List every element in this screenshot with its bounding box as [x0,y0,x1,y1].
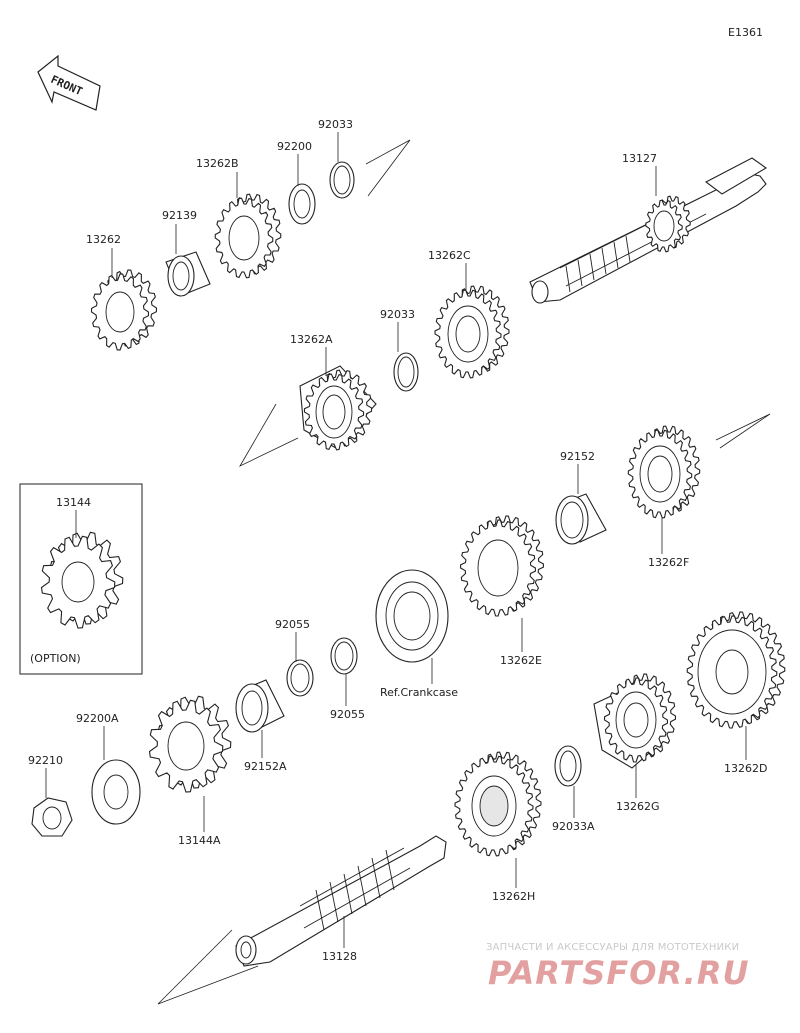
gear-13262H [454,751,542,857]
gear-teeth [434,289,502,379]
watermark-logo: PARTSFOR.RU [488,954,749,992]
bearing-92139 [165,251,211,297]
label-13262D: 13262D [724,762,767,775]
shaft-13127 [529,157,768,304]
gear-13262G [593,673,677,769]
gear-teeth [627,429,693,519]
label-13127: 13127 [622,152,657,165]
shaft-13128 [235,835,447,967]
gear-teeth [645,199,683,253]
option-label: (OPTION) [30,652,81,665]
gear-teeth [303,373,365,451]
oring-92055-b [330,637,358,675]
label-13262C: 13262C [428,249,471,262]
label-92200A: 92200A [76,712,119,725]
label-92033-top: 92033 [318,118,353,131]
circlip-92033A [554,745,582,787]
gear-teeth [214,197,274,279]
ref-crankcase: Ref.Crankcase [380,686,458,699]
gear-13262C [434,285,510,379]
gear-13262E [460,515,544,617]
gear-13262D [686,611,786,729]
label-13144A: 13144A [178,834,221,847]
gear-teeth [603,677,669,763]
gear-teeth [148,699,224,793]
bearing-crankcase [375,569,449,663]
circlip-92033-top [329,161,355,199]
diagram-code: E1361 [728,26,763,39]
label-13128: 13128 [322,950,357,963]
label-92210: 92210 [28,754,63,767]
collar-92152A [235,679,285,733]
label-13262E: 13262E [500,654,542,667]
label-92055-b: 92055 [330,708,365,721]
label-92152: 92152 [560,450,595,463]
label-13262H: 13262H [492,890,535,903]
gear-teeth [460,519,536,617]
oring-92055-a [286,659,314,697]
label-92200: 92200 [277,140,312,153]
gear-13262A [299,365,377,451]
label-13262G: 13262G [616,800,660,813]
option-box [19,483,143,675]
washer-92200A [91,759,141,825]
collar-92152 [555,493,607,545]
label-92033A: 92033A [552,820,595,833]
label-92033-mid: 92033 [380,308,415,321]
label-13262: 13262 [86,233,121,246]
circlip-92033-mid [393,352,419,392]
washer-92200 [288,183,316,225]
sprocket-13144 [40,531,124,629]
gear-teeth [686,615,778,729]
nut-92210 [31,797,73,837]
label-13262F: 13262F [648,556,689,569]
label-92152A: 92152A [244,760,287,773]
gear-teeth [90,273,150,351]
gear-teeth [40,535,116,629]
label-92055-a: 92055 [275,618,310,631]
gear-13262B [214,193,282,279]
label-13144: 13144 [56,496,91,509]
label-13262B: 13262B [196,157,239,170]
sprocket-13144A [148,695,232,793]
front-arrow-icon: FRONT [37,54,101,111]
gear-13262 [90,269,158,351]
gear-13262F [627,425,701,519]
label-13262A: 13262A [290,333,333,346]
label-92139: 92139 [162,209,197,222]
watermark-tagline: ЗАПЧАСТИ И АКСЕССУАРЫ ДЛЯ МОТОТЕХНИКИ [486,942,739,953]
